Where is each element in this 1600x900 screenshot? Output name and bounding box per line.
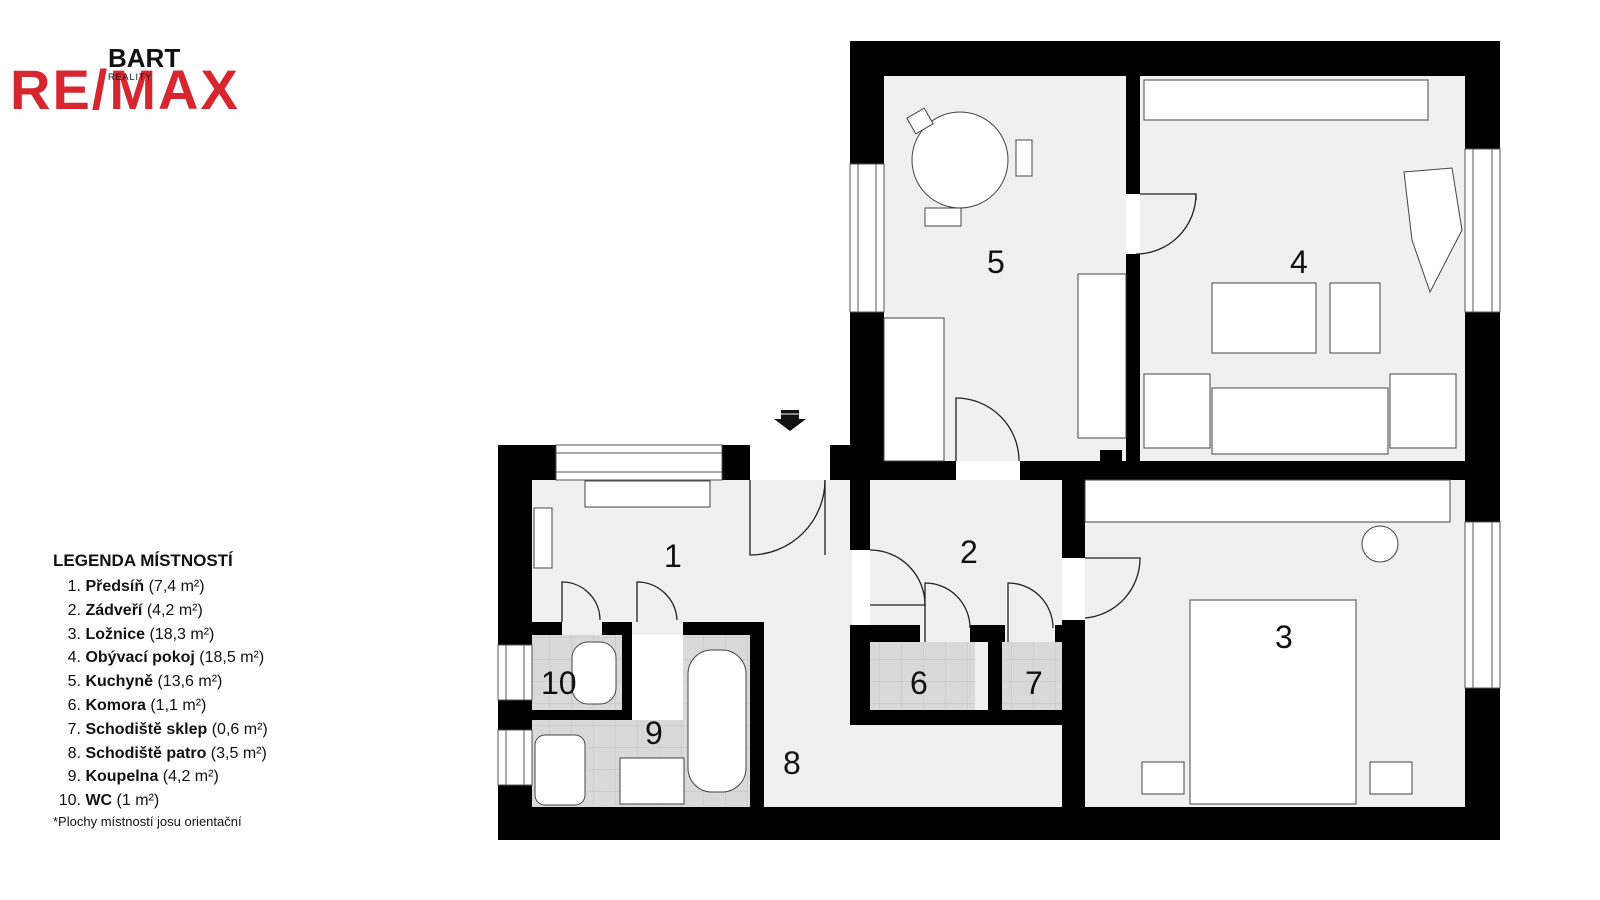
legend-note: *Plochy místností josu orientační — [53, 813, 242, 829]
logo-office: BART — [108, 43, 181, 73]
legend-item: 3. Ložnice (18,3 m²) — [67, 625, 215, 643]
legend-item: 9. Koupelna (4,2 m²) — [67, 768, 219, 786]
legend-title: LEGENDA MÍSTNOSTÍ — [53, 551, 233, 570]
room-6-label: 6 — [910, 665, 928, 701]
legend-item: 5. Kuchyně (13,6 m²) — [67, 673, 223, 691]
room-1-label: 1 — [664, 538, 682, 574]
furniture — [533, 79, 1463, 806]
room-5-label: 5 — [987, 244, 1005, 280]
room-4-label: 4 — [1290, 244, 1308, 280]
legend-item: 6. Komora (1,1 m²) — [67, 696, 207, 714]
legend-item: 2. Zádveří (4,2 m²) — [67, 601, 203, 619]
legend-item: 1. Předsíň (7,4 m²) — [67, 578, 205, 595]
room-2-label: 2 — [960, 534, 978, 570]
remax-logo: RE/MAX BART REALITY — [10, 44, 270, 124]
legend-item: 8. Schodiště patro (3,5 m²) — [67, 744, 267, 762]
room-labels: 1 2 3 4 5 6 7 8 9 10 — [541, 244, 1308, 781]
doors — [561, 193, 1197, 642]
room-3-label: 3 — [1275, 619, 1293, 655]
logo-tagline: REALITY — [108, 72, 153, 82]
walls — [498, 41, 1500, 840]
room-7-label: 7 — [1025, 665, 1043, 701]
room-9-label: 9 — [645, 715, 663, 751]
legend-item: 7. Schodiště sklep (0,6 m²) — [67, 720, 268, 738]
room-legend: LEGENDA MÍSTNOSTÍ 1. Předsíň (7,4 m²) 2.… — [53, 551, 373, 829]
entrance-arrow-icon — [774, 410, 806, 431]
legend-list: 1. Předsíň (7,4 m²) 2. Zádveří (4,2 m²) … — [53, 575, 373, 813]
legend-item: 4. Obývací pokoj (18,5 m²) — [67, 649, 265, 667]
room-8-label: 8 — [783, 745, 801, 781]
legend-item: 10. WC (1 m²) — [58, 792, 160, 810]
logo-brand: RE/MAX — [10, 58, 240, 121]
room-10-label: 10 — [541, 665, 577, 701]
windows — [497, 148, 1501, 786]
